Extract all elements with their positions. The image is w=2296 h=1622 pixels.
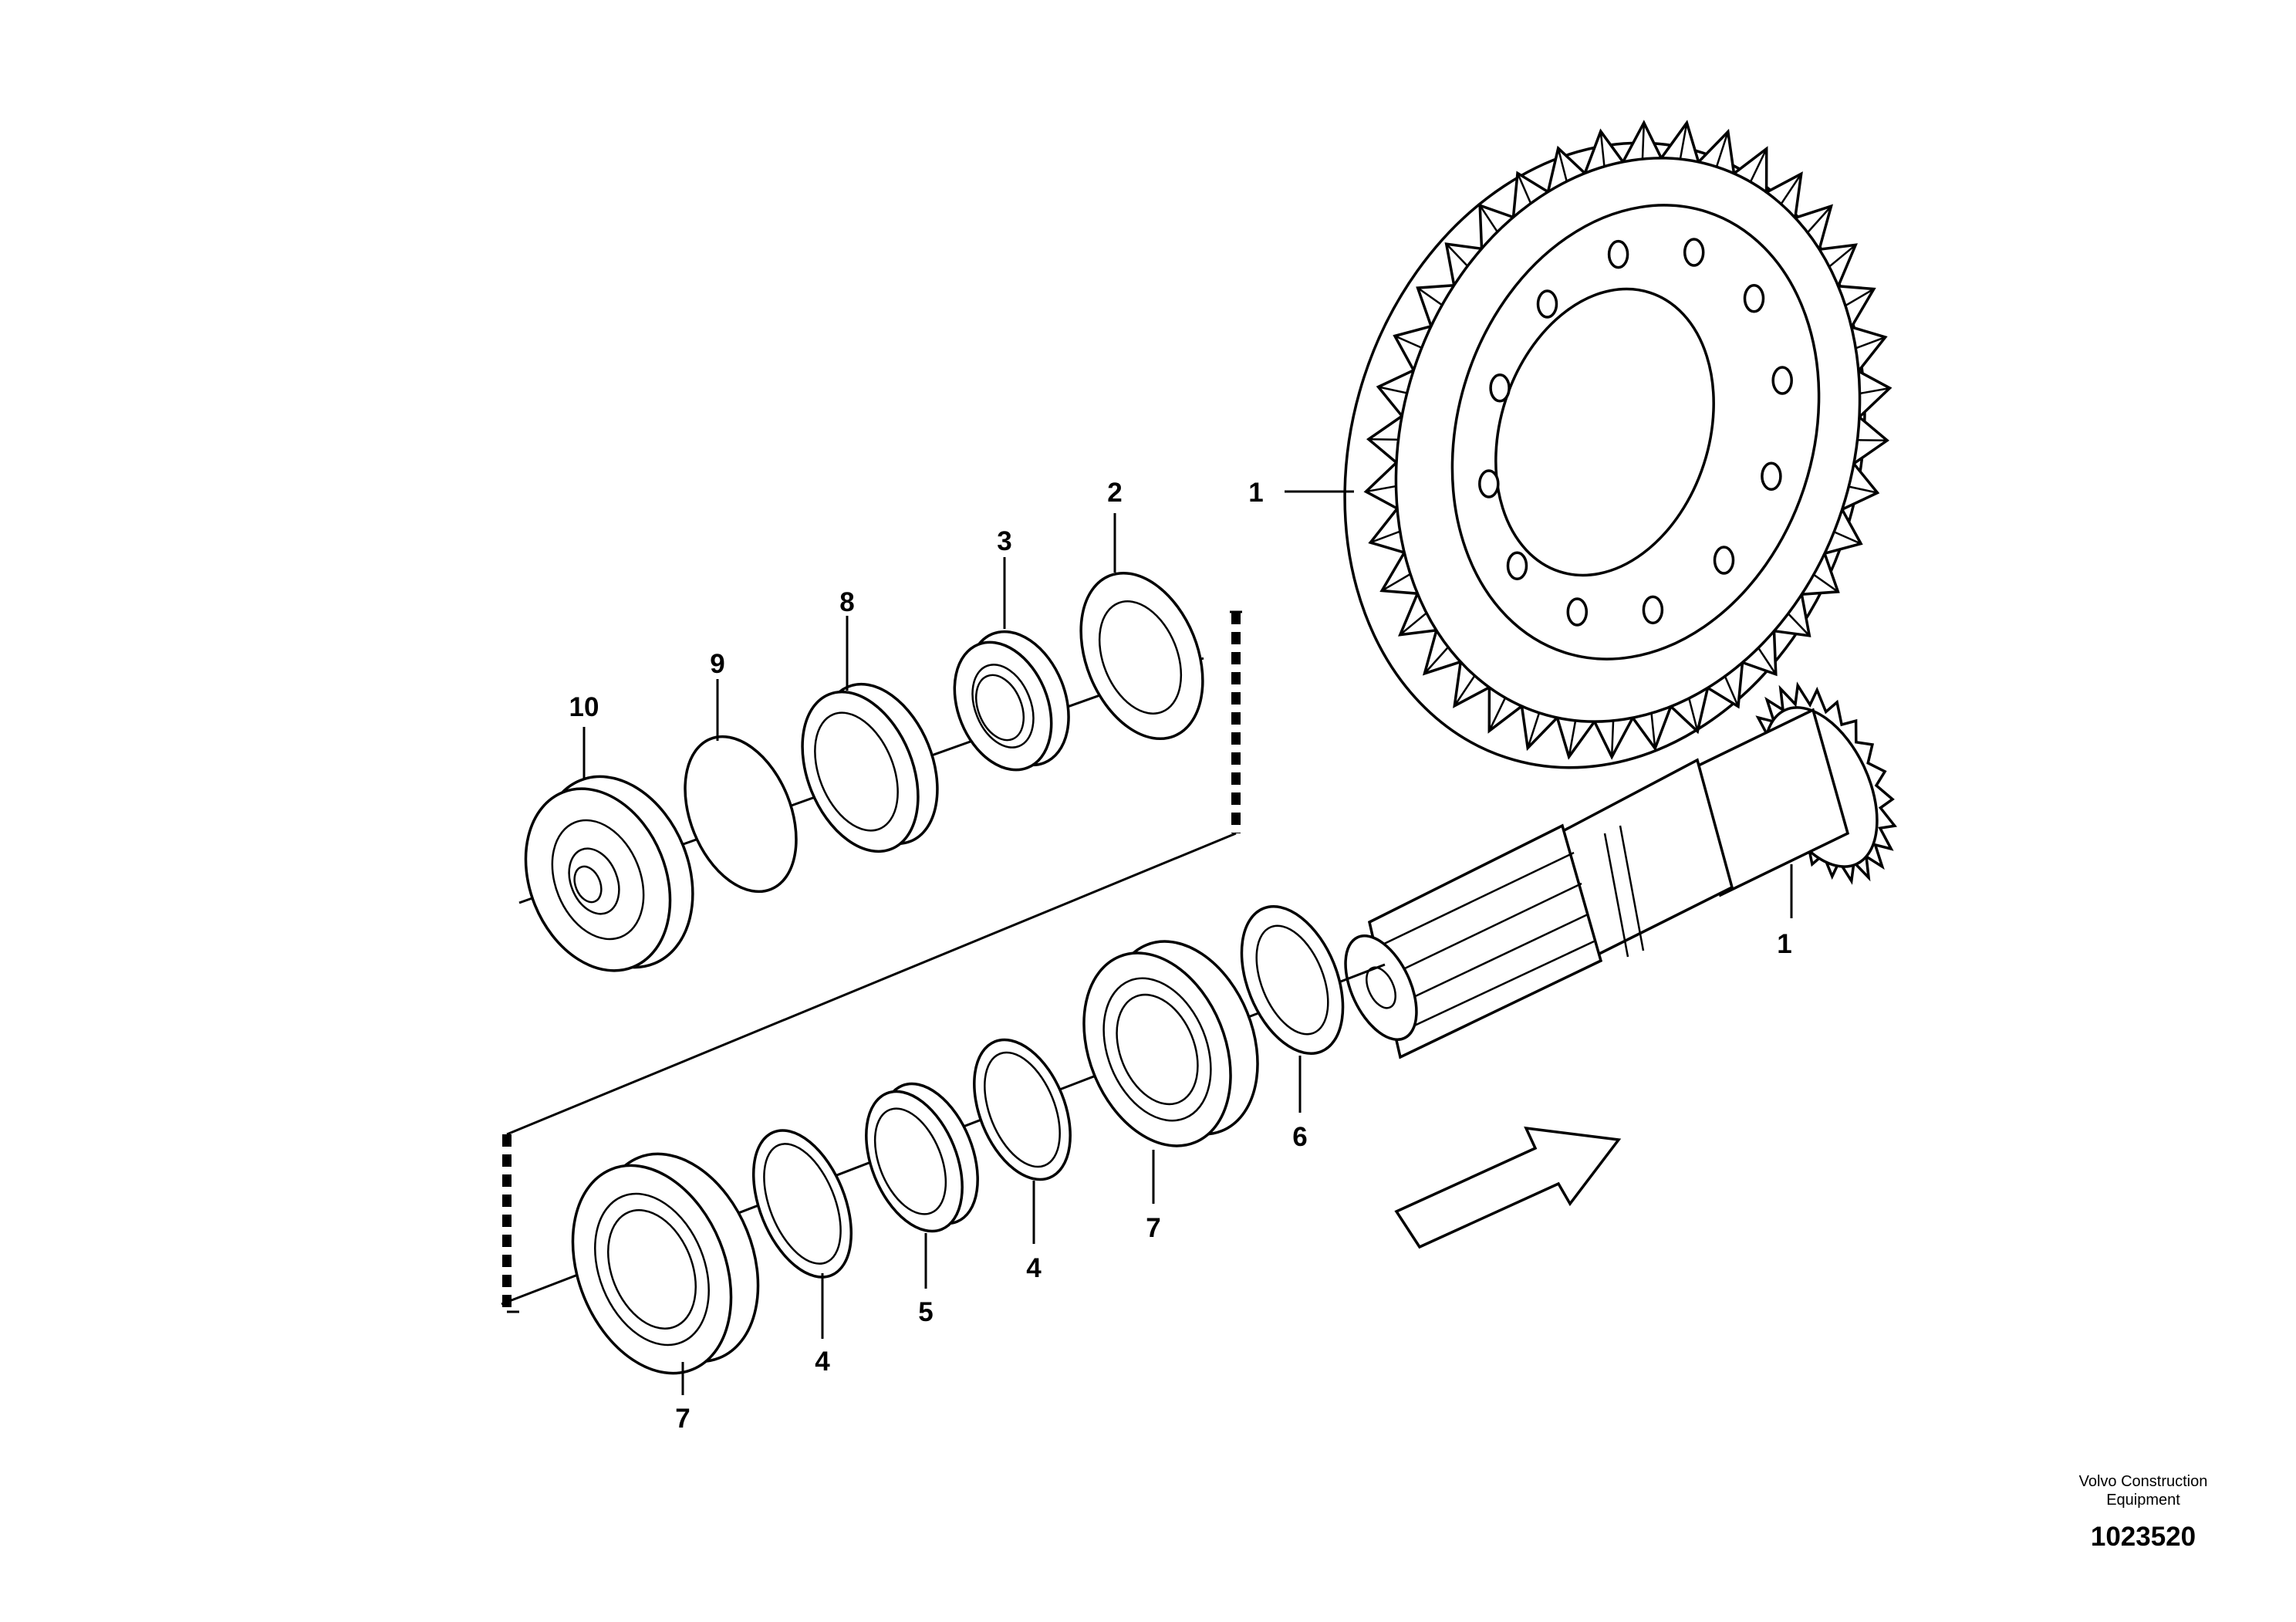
bolt-hole: [1536, 289, 1558, 319]
part-8-sleeve: [801, 682, 939, 853]
callout-sleeve: 8: [839, 587, 854, 617]
part-4-shim-left: [751, 1129, 853, 1279]
callout-spacer: 5: [918, 1297, 933, 1327]
bolt-hole: [1642, 595, 1664, 625]
callout-slotted-nut: 3: [997, 526, 1011, 556]
direction-arrow-icon: [1394, 1126, 1622, 1249]
footer-block: Volvo Construction Equipment 1023520: [2051, 1472, 2236, 1553]
part-7-bearing-right: [1082, 940, 1259, 1147]
callout-ring-gear: 1: [1248, 478, 1263, 508]
bolt-hole: [1478, 469, 1500, 498]
part-5-spacer: [865, 1082, 979, 1233]
leader-lines: [582, 490, 1793, 1395]
part-2-lock-washer: [1079, 571, 1204, 741]
part-7-bearing-left: [571, 1152, 760, 1375]
callout-seal: 10: [569, 692, 599, 722]
bolt-hole: [1683, 238, 1705, 267]
callouts: 1 1 2 3 8 9 10 6 7 4 5 4 7: [569, 478, 1792, 1434]
ring-gear-bolt-holes: [1478, 238, 1793, 627]
bolt-hole: [1566, 597, 1589, 627]
part-4-shim-right: [973, 1038, 1072, 1181]
callout-o-ring: 9: [710, 649, 724, 679]
bolt-hole: [1743, 284, 1765, 313]
callout-lock-washer: 2: [1107, 478, 1122, 508]
bolt-hole: [1761, 461, 1782, 491]
callout-shim-left: 4: [815, 1347, 830, 1377]
pinion-shaft: [1344, 681, 1898, 1059]
bolt-hole: [1489, 373, 1511, 403]
part-3-slotted-nut: [953, 630, 1070, 772]
connector-bracket: [502, 610, 1242, 1313]
ring-gear: [1343, 120, 1893, 769]
callout-bearing-right: 7: [1146, 1213, 1160, 1243]
callout-bearing-left: 7: [675, 1404, 690, 1434]
bolt-hole: [1713, 546, 1735, 575]
part-6-shim: [1240, 905, 1345, 1055]
bolt-hole: [1506, 551, 1528, 580]
drawing-number: 1023520: [2090, 1522, 2196, 1552]
part-9-o-ring: [684, 735, 798, 894]
callout-shim-6: 6: [1292, 1122, 1307, 1152]
brand-name: Volvo Construction Equipment: [2078, 1473, 2208, 1509]
callout-shim-right: 4: [1026, 1253, 1042, 1283]
part-10-seal: [524, 775, 694, 972]
bolt-hole: [1607, 239, 1629, 269]
bolt-hole: [1771, 366, 1793, 395]
callout-pinion: 1: [1777, 929, 1791, 959]
